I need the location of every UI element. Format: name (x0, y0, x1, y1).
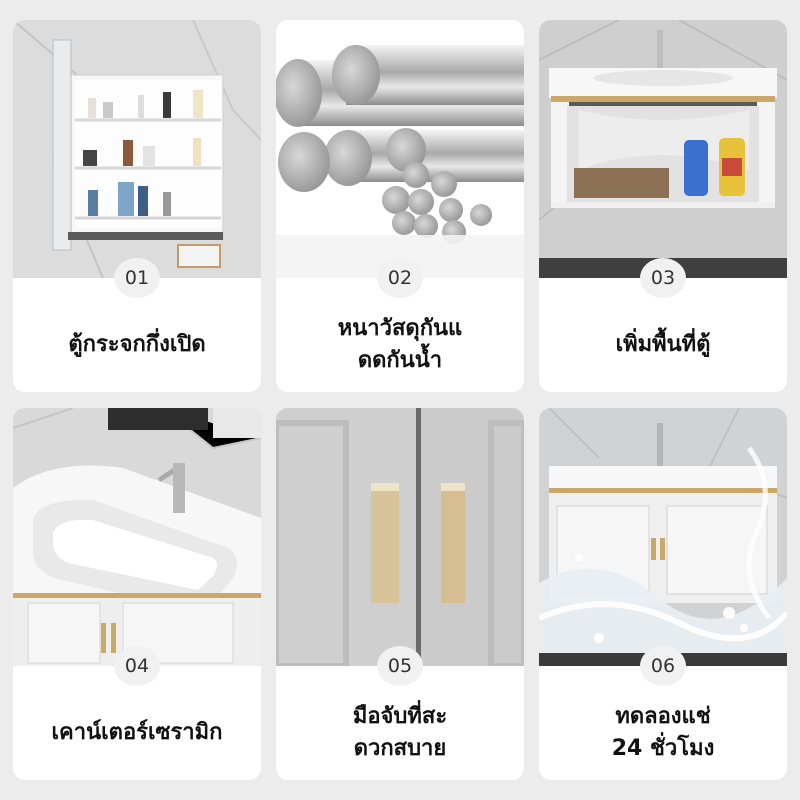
feature-card-6: 06 ทดลองแช่ 24 ชั่วโมง (539, 408, 787, 780)
step-number-badge: 02 (377, 258, 423, 298)
caption-line: ตู้กระจกกึ่งเปิด (68, 332, 206, 357)
feature-card-2: 02 หนาวัสดุกันแ ดดกันน้ำ (276, 20, 524, 392)
caption-line: 24 ชั่วโมง (611, 736, 715, 761)
step-number-badge: 03 (640, 258, 686, 298)
feature-card-5: 05 มือจับที่สะ ดวกสบาย (276, 408, 524, 780)
caption-line: เพิ่มพื้นที่ตู้ (615, 332, 711, 357)
caption-line: ทดลองแช่ (615, 704, 711, 729)
feature-card-1: 01 ตู้กระจกกึ่งเปิด (13, 20, 261, 392)
feature-caption: มือจับที่สะ ดวกสบาย (284, 686, 516, 780)
step-number-badge: 06 (640, 646, 686, 686)
cabinet-handles-photo (276, 408, 524, 666)
step-number-badge: 04 (114, 646, 160, 686)
feature-card-4: 04 เคาน์เตอร์เซรามิก (13, 408, 261, 780)
feature-caption: หนาวัสดุกันแ ดดกันน้ำ (284, 298, 516, 392)
step-number-badge: 05 (377, 646, 423, 686)
caption-line: เคาน์เตอร์เซรามิก (51, 720, 223, 745)
feature-card-3: 03 เพิ่มพื้นที่ตู้ (539, 20, 787, 392)
water-splash-photo (539, 408, 787, 666)
step-number-badge: 01 (114, 258, 160, 298)
caption-line: มือจับที่สะ (352, 704, 448, 729)
feature-caption: เพิ่มพื้นที่ตู้ (547, 298, 779, 392)
caption-line: หนาวัสดุกันแ (337, 316, 463, 341)
aluminum-tubes-photo (276, 20, 524, 278)
caption-line: ดวกสบาย (353, 736, 447, 761)
cabinet-storage-photo (539, 20, 787, 278)
mirror-cabinet-photo (13, 20, 261, 278)
feature-caption: เคาน์เตอร์เซรามิก (21, 686, 253, 780)
ceramic-basin-photo (13, 408, 261, 666)
feature-caption: ทดลองแช่ 24 ชั่วโมง (547, 686, 779, 780)
feature-caption: ตู้กระจกกึ่งเปิด (21, 298, 253, 392)
caption-line: ดดกันน้ำ (357, 348, 443, 373)
